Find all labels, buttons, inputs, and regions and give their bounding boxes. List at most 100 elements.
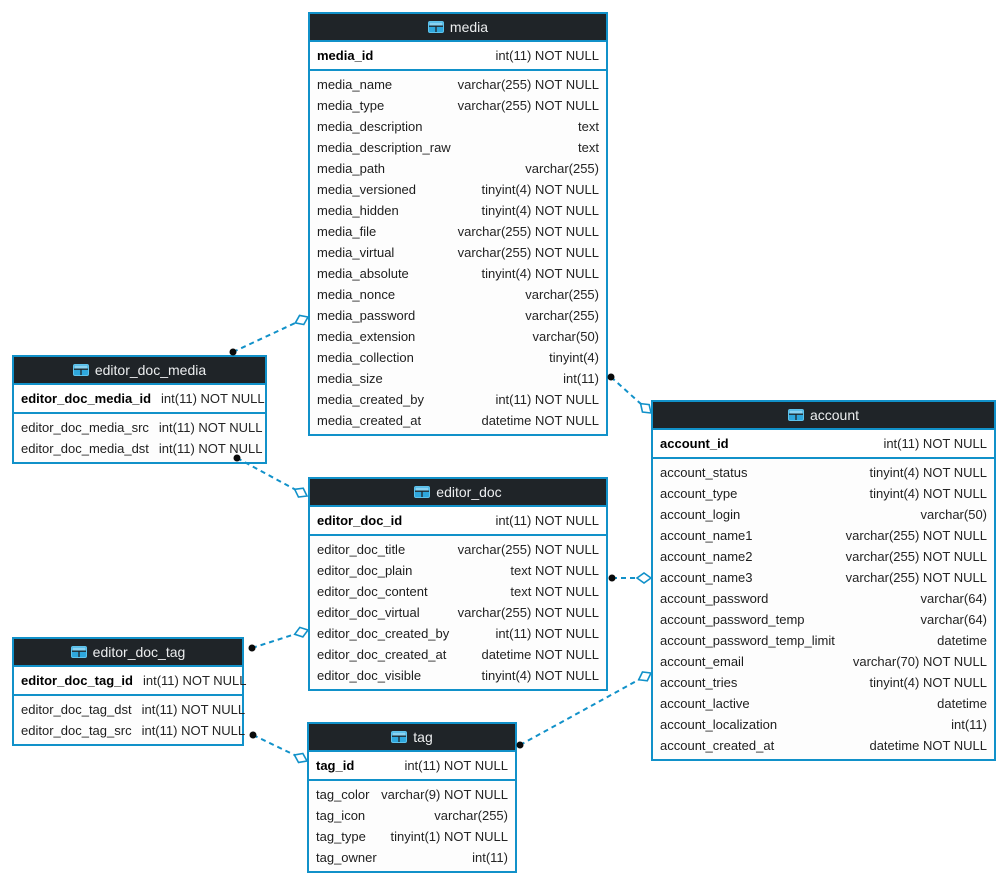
column-name: account_password	[660, 591, 769, 606]
column-type: tinyint(4) NOT NULL	[481, 182, 599, 197]
relationship-line[interactable]	[251, 632, 297, 649]
column-name: editor_doc_tag_src	[21, 723, 132, 738]
column-name: editor_doc_id	[317, 513, 403, 528]
column-type: datetime	[937, 633, 987, 648]
column-type: int(11) NOT NULL	[158, 420, 263, 435]
table-editor_doc_tag[interactable]: editor_doc_tag editor_doc_tag_id int(11) N…	[12, 637, 247, 746]
table-title: tag	[413, 729, 433, 745]
column-type: int(11) NOT NULL	[883, 436, 987, 451]
relationship-editor_doc-account[interactable]	[608, 572, 653, 584]
relationship-line[interactable]	[610, 376, 643, 406]
table-header[interactable]: editor_doc_tag	[14, 639, 242, 665]
column-name: account_lactive	[660, 696, 750, 711]
column-name: tag_color	[316, 787, 370, 802]
column-name: tag_owner	[316, 850, 377, 865]
column-type: int(11) NOT NULL	[495, 48, 599, 63]
column-type: varchar(70) NOT NULL	[852, 654, 987, 669]
cardinality-diamond-icon	[293, 626, 310, 638]
column-type: varchar(255)	[525, 161, 599, 176]
relationship-line[interactable]	[232, 321, 298, 353]
column-type: varchar(9) NOT NULL	[381, 787, 508, 802]
column-name: account_name3	[660, 570, 753, 585]
column-name: media_created_by	[317, 392, 424, 407]
table-header[interactable]: tag	[309, 724, 515, 750]
relationship-editor_doc_tag-tag[interactable]	[249, 731, 309, 764]
table-header[interactable]: editor_doc_media	[14, 357, 265, 383]
column-name: media_created_at	[317, 413, 422, 428]
column-type: varchar(255) NOT NULL	[457, 98, 599, 113]
relationship-media-account[interactable]	[607, 373, 653, 414]
table-icon	[72, 364, 89, 376]
column-name: account_name1	[660, 528, 753, 543]
column-name: media_extension	[317, 329, 416, 344]
column-name: media_virtual	[317, 245, 395, 260]
column-name: account_name2	[660, 549, 753, 564]
relationship-line[interactable]	[252, 734, 297, 757]
column-type: int(11) NOT NULL	[142, 673, 247, 688]
column-type: datetime NOT NULL	[869, 738, 987, 753]
column-type: tinyint(1) NOT NULL	[390, 829, 508, 844]
column-name: tag_id	[316, 758, 355, 773]
column-row: account_email varchar(70) NOT NULL	[653, 651, 994, 672]
column-type: tinyint(4) NOT NULL	[481, 266, 599, 281]
column-name: editor_doc_media_dst	[21, 441, 149, 456]
table-title: editor_doc	[436, 484, 502, 500]
column-name: media_collection	[317, 350, 414, 365]
column-type: tinyint(4) NOT NULL	[869, 675, 987, 690]
column-type: text NOT NULL	[510, 584, 599, 599]
column-name: media_type	[317, 98, 385, 113]
column-name: media_absolute	[317, 266, 409, 281]
column-name: editor_doc_tag_id	[21, 673, 133, 688]
column-type: int(11)	[951, 717, 987, 732]
relationship-editor_doc_media-media[interactable]	[229, 314, 310, 356]
column-name: media_size	[317, 371, 383, 386]
column-type: varchar(255)	[525, 287, 599, 302]
column-type: int(11) NOT NULL	[141, 702, 246, 717]
relationship-editor_doc_tag-editor_doc[interactable]	[248, 626, 310, 652]
column-name: media_path	[317, 161, 385, 176]
column-name: account_email	[660, 654, 744, 669]
table-header[interactable]: editor_doc	[310, 479, 606, 505]
table-header[interactable]: account	[653, 402, 994, 428]
column-name: account_tries	[660, 675, 738, 690]
column-name: editor_doc_title	[317, 542, 406, 557]
column-name: editor_doc_created_at	[317, 647, 447, 662]
column-name: editor_doc_media_src	[21, 420, 149, 435]
table-title: account	[809, 407, 860, 423]
cardinality-diamond-icon	[637, 671, 653, 682]
endpoint-dot-icon	[608, 574, 616, 582]
table-header[interactable]: media	[310, 14, 606, 40]
column-type: text NOT NULL	[510, 563, 599, 578]
table-title: editor_doc_media	[94, 362, 207, 378]
column-row: media_type varchar(255) NOT NULL	[310, 95, 606, 116]
